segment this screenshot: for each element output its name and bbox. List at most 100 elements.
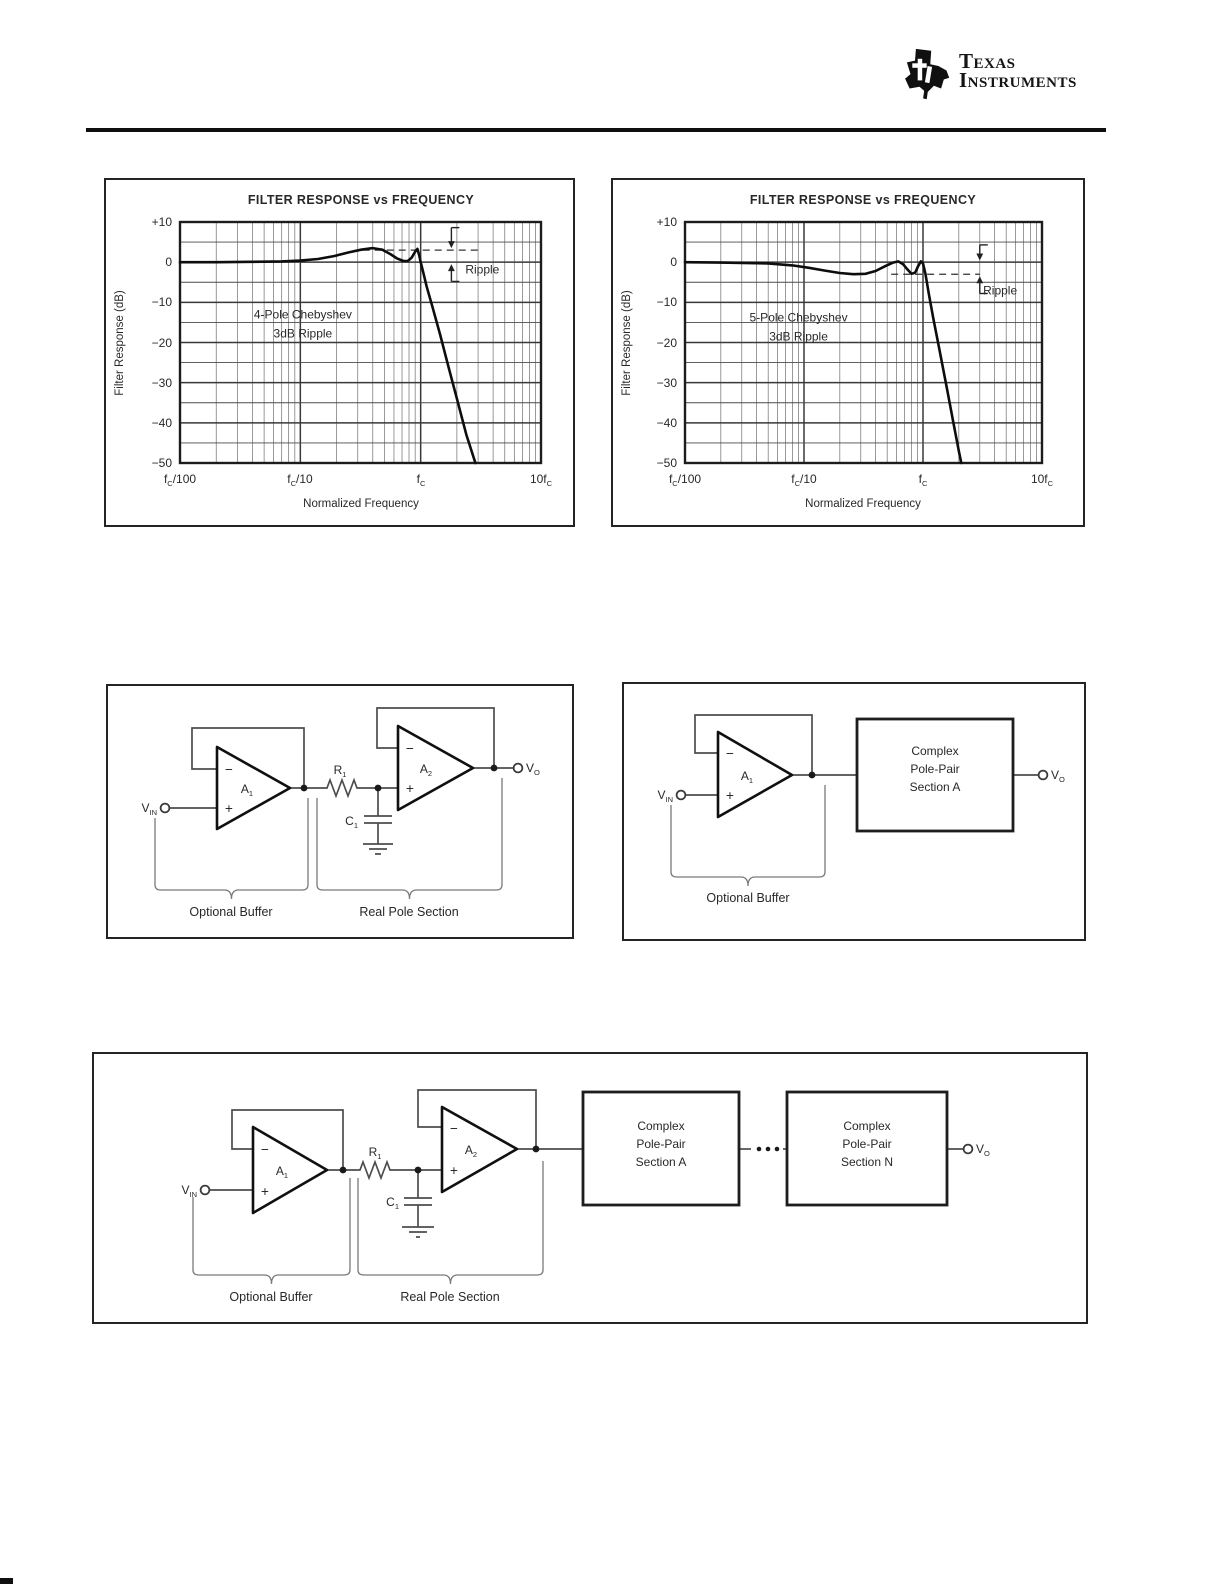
- a1-inverting-sign: −: [726, 746, 734, 761]
- opamp-a2-symbol: [396, 724, 475, 812]
- box-a-line3: Section A: [910, 780, 961, 794]
- box-a-line3: Section A: [636, 1155, 687, 1169]
- vin-terminal: [199, 1184, 211, 1196]
- chart-title: FILTER RESPONSE vs FREQUENCY: [750, 193, 977, 207]
- y-tick: −50: [152, 456, 173, 470]
- figure-cascade-filter: VIN VO − + A1 − + A2 R1 C1 Complex Pole-…: [92, 1052, 1088, 1324]
- y-axis-label: Filter Response (dB): [621, 290, 633, 396]
- r1-label: R1: [369, 1145, 382, 1161]
- response-curve: [683, 260, 963, 465]
- ripple-label: Ripple: [465, 262, 499, 276]
- junction-dot: [414, 1166, 422, 1174]
- opamp-a1-symbol: [716, 730, 794, 819]
- x-tick: fC/100: [164, 472, 196, 488]
- ripple-label: Ripple: [983, 283, 1017, 297]
- ground-icon: [402, 1226, 434, 1238]
- ground-icon: [363, 843, 393, 855]
- vin-label: VIN: [181, 1183, 197, 1199]
- box-a-line2: Pole-Pair: [636, 1137, 685, 1151]
- cascade-filter-svg: VIN VO − + A1 − + A2 R1 C1 Complex Pole-…: [181, 1089, 990, 1304]
- x-tick: fC/100: [669, 472, 701, 488]
- junction-dot: [339, 1166, 347, 1174]
- y-tick: 0: [670, 255, 677, 269]
- vo-label: VO: [976, 1142, 990, 1158]
- filter-type-annotation: 3dB Ripple: [274, 326, 333, 340]
- complex-pole-pair-section-a-box: [581, 1090, 741, 1207]
- figure-buffer-complex-pole: VIN VO − + A1 Complex Pole-Pair Section …: [622, 682, 1086, 941]
- box-a-line1: Complex: [637, 1119, 684, 1133]
- resistor-r1-symbol: [323, 777, 361, 799]
- complex-pole-pair-section-a-box: [855, 717, 1015, 833]
- chart-4pole-svg: FILTER RESPONSE vs FREQUENCY Ripple 4-Pol…: [114, 193, 553, 510]
- vin-terminal: [675, 789, 687, 801]
- ripple-arrowhead: [976, 253, 984, 261]
- figure-chart-5pole: FILTER RESPONSE vs FREQUENCY Ripple 5-Pol…: [611, 178, 1085, 527]
- junction-dot: [300, 784, 308, 792]
- y-tick: −30: [152, 376, 173, 390]
- vo-terminal: [962, 1143, 974, 1155]
- vo-terminal: [512, 762, 524, 774]
- a1-inverting-sign: −: [261, 1142, 269, 1157]
- r1-label: R1: [334, 763, 347, 779]
- capacitor-c1-symbol: [404, 1170, 432, 1227]
- x-tick: fC: [417, 472, 426, 488]
- a2-label: A2: [465, 1143, 477, 1159]
- a2-feedback-wire: [417, 1089, 537, 1149]
- opamp-a1-symbol: [215, 745, 292, 831]
- y-tick: −10: [152, 295, 173, 309]
- optional-buffer-label: Optional Buffer: [706, 891, 789, 905]
- brand-instruments: Instruments: [959, 68, 1077, 93]
- real-pole-section-label: Real Pole Section: [400, 1290, 499, 1304]
- a2-inverting-sign: −: [406, 741, 414, 756]
- vo-label: VO: [526, 761, 540, 777]
- opamp-a2-symbol: [440, 1105, 519, 1194]
- vin-terminal: [159, 802, 171, 814]
- a1-noninverting-sign: +: [726, 788, 734, 803]
- header-rule: [86, 128, 1106, 132]
- cascade-ellipsis: [756, 1146, 780, 1152]
- junction-dot: [808, 771, 816, 779]
- a1-feedback-wire: [694, 714, 813, 775]
- a1-label: A1: [241, 782, 253, 798]
- brand-texas: Texas: [959, 49, 1016, 73]
- y-tick: +10: [657, 215, 678, 229]
- filter-type-annotation: 4-Pole Chebyshev: [254, 307, 352, 321]
- a1-label: A1: [741, 769, 753, 785]
- x-axis-label: Normalized Frequency: [303, 498, 419, 510]
- optional-buffer-label: Optional Buffer: [189, 905, 272, 919]
- x-tick: fC/10: [791, 472, 817, 488]
- complex-pole-pair-section-n-box: [785, 1090, 949, 1207]
- box-n-line2: Pole-Pair: [842, 1137, 891, 1151]
- a1-feedback-wire: [191, 727, 305, 788]
- real-pole-brace: [357, 1161, 544, 1285]
- real-pole-brace: [316, 778, 503, 900]
- optional-buffer-brace: [192, 1178, 351, 1285]
- response-curve: [178, 246, 477, 465]
- filter-type-annotation: 5-Pole Chebyshev: [750, 311, 848, 325]
- ripple-arrowhead: [976, 276, 984, 284]
- box-n-line3: Section N: [841, 1155, 893, 1169]
- y-tick: 0: [165, 255, 172, 269]
- chart-5pole-svg: FILTER RESPONSE vs FREQUENCY Ripple 5-Pol…: [621, 193, 1054, 510]
- a1-feedback-wire: [231, 1109, 344, 1170]
- ripple-arrowhead: [447, 241, 455, 249]
- junction-dot: [374, 784, 382, 792]
- a2-feedback-wire: [376, 707, 495, 768]
- buffer-real-pole-svg: VIN VO − + A1 − + A2 R1 C1 Optional Buff…: [141, 707, 540, 919]
- optional-buffer-brace: [670, 785, 826, 887]
- x-tick: fC: [919, 472, 928, 488]
- buffer-complex-pole-svg: VIN VO − + A1 Complex Pole-Pair Section …: [657, 714, 1065, 905]
- ti-logo: Texas Instruments: [897, 45, 1077, 105]
- chart-title: FILTER RESPONSE vs FREQUENCY: [248, 193, 475, 207]
- x-tick: 10fC: [530, 472, 553, 488]
- y-tick: −20: [657, 336, 678, 350]
- vo-terminal: [1037, 769, 1049, 781]
- vo-label: VO: [1051, 768, 1065, 784]
- c1-label: C1: [386, 1195, 399, 1211]
- figure-chart-4pole: FILTER RESPONSE vs FREQUENCY Ripple 4-Pol…: [104, 178, 575, 527]
- a1-label: A1: [276, 1164, 288, 1180]
- a2-inverting-sign: −: [450, 1121, 458, 1136]
- real-pole-section-label: Real Pole Section: [359, 905, 458, 919]
